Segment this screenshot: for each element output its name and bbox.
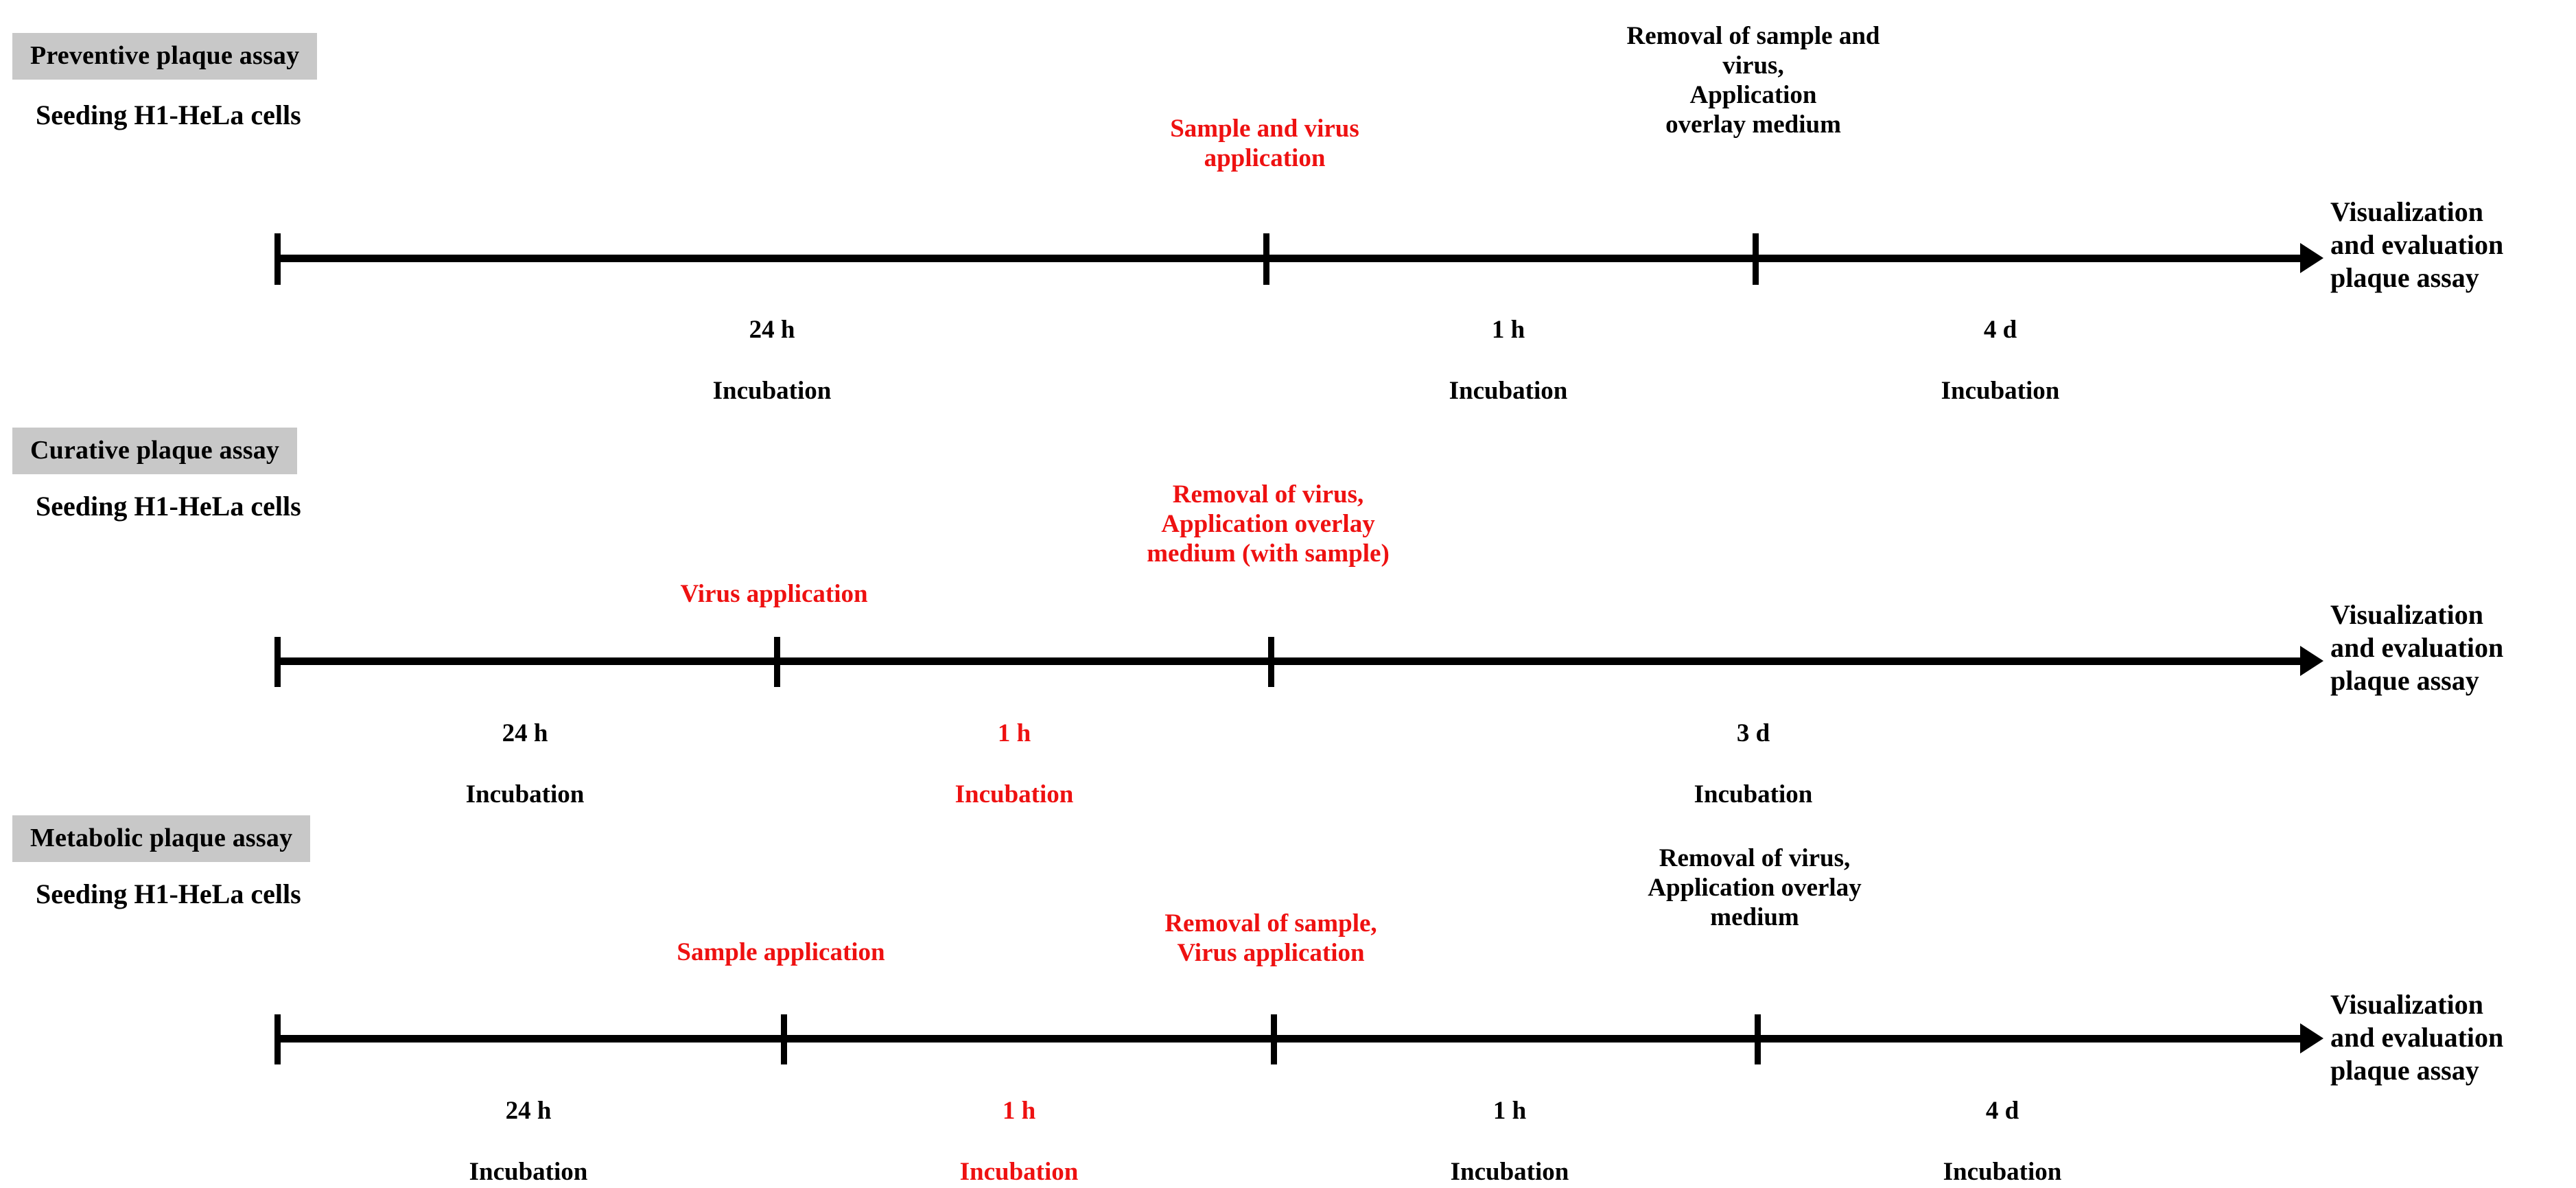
interval-action: Incubation [465, 780, 585, 809]
event-label-virus-application: Virus application [680, 580, 868, 608]
interval-duration: 24 h [749, 316, 795, 345]
interval-label-4d-incubation: 4 d Incubation [1810, 1066, 2194, 1188]
interval-label-1h-incubation: 1 h Incubation [822, 688, 1206, 811]
outcome-label-curative: Visualization and evaluation plaque assa… [2330, 599, 2504, 696]
interval-action: Incubation [959, 1158, 1079, 1187]
interval-label-1h-incubation: 1 h Incubation [1318, 1066, 1702, 1188]
seeding-label-metabolic: Seeding H1-HeLa cells [36, 878, 301, 909]
interval-label-3d-incubation: 3 d Incubation [1561, 688, 1945, 811]
event-label-removal-of-sample-virus-application: Removal of sample, Virus application [1164, 909, 1377, 967]
outcome-label-preventive: Visualization and evaluation plaque assa… [2330, 196, 2504, 293]
assay-title-metabolic: Metabolic plaque assay [12, 815, 311, 862]
event-label-removal-of-virus-overlay-medium: Removal of virus, Application overlay me… [1648, 844, 1862, 931]
interval-duration: 1 h [997, 719, 1031, 748]
interval-duration: 3 d [1736, 719, 1770, 748]
axis-tick-2 [1268, 637, 1274, 687]
axis-tick-start [274, 637, 281, 687]
axis-arrow-head [2300, 243, 2323, 273]
axis-arrow-head [2300, 1023, 2323, 1053]
interval-action: Incubation [1449, 377, 1568, 406]
interval-label-1h-incubation: 1 h Incubation [1316, 285, 1700, 407]
axis-tick-2 [1753, 233, 1759, 285]
interval-action: Incubation [469, 1158, 588, 1187]
interval-action: Incubation [1694, 780, 1813, 809]
interval-duration: 1 h [1492, 1097, 1527, 1126]
interval-action: Incubation [955, 780, 1074, 809]
axis-tick-1 [781, 1014, 787, 1064]
event-label-sample-and-virus-application: Sample and virus application [1170, 115, 1359, 172]
event-label-removal-of-virus-with-sample: Removal of virus, Application overlay me… [1147, 480, 1390, 568]
interval-label-24h-incubation: 24 h Incubation [336, 1066, 721, 1188]
interval-label-24h-incubation: 24 h Incubation [333, 688, 717, 811]
interval-action: Incubation [1450, 1158, 1569, 1187]
assay-title-curative: Curative plaque assay [12, 428, 298, 474]
interval-action: Incubation [712, 377, 832, 406]
axis-line [274, 1035, 2306, 1043]
interval-action: Incubation [1943, 1158, 2062, 1187]
axis-tick-start [274, 1014, 281, 1064]
axis-arrow-head [2300, 646, 2323, 676]
interval-action: Incubation [1941, 377, 2060, 406]
interval-duration: 1 h [1002, 1097, 1036, 1126]
interval-duration: 4 d [1985, 1097, 2019, 1126]
axis-line [274, 657, 2306, 665]
axis-line [274, 255, 2306, 262]
interval-duration: 24 h [502, 719, 548, 748]
axis-tick-3 [1755, 1014, 1761, 1064]
outcome-label-metabolic: Visualization and evaluation plaque assa… [2330, 989, 2504, 1086]
assay-title-preventive: Preventive plaque assay [12, 33, 318, 80]
interval-duration: 1 h [1491, 316, 1525, 345]
axis-tick-1 [774, 637, 780, 687]
interval-label-4d-incubation: 4 d Incubation [1808, 285, 2192, 407]
seeding-label-curative: Seeding H1-HeLa cells [36, 491, 301, 522]
event-label-removal-of-sample-and-virus: Removal of sample and virus, Application… [1626, 22, 1880, 139]
axis-tick-2 [1271, 1014, 1277, 1064]
interval-label-24h-incubation: 24 h Incubation [580, 285, 964, 407]
interval-duration: 24 h [505, 1097, 552, 1126]
axis-tick-start [274, 233, 281, 285]
interval-label-1h-incubation-red: 1 h Incubation [827, 1066, 1211, 1188]
axis-tick-1 [1263, 233, 1269, 285]
event-label-sample-application: Sample application [677, 938, 885, 966]
seeding-label-preventive: Seeding H1-HeLa cells [36, 100, 301, 130]
interval-duration: 4 d [1983, 316, 2017, 345]
